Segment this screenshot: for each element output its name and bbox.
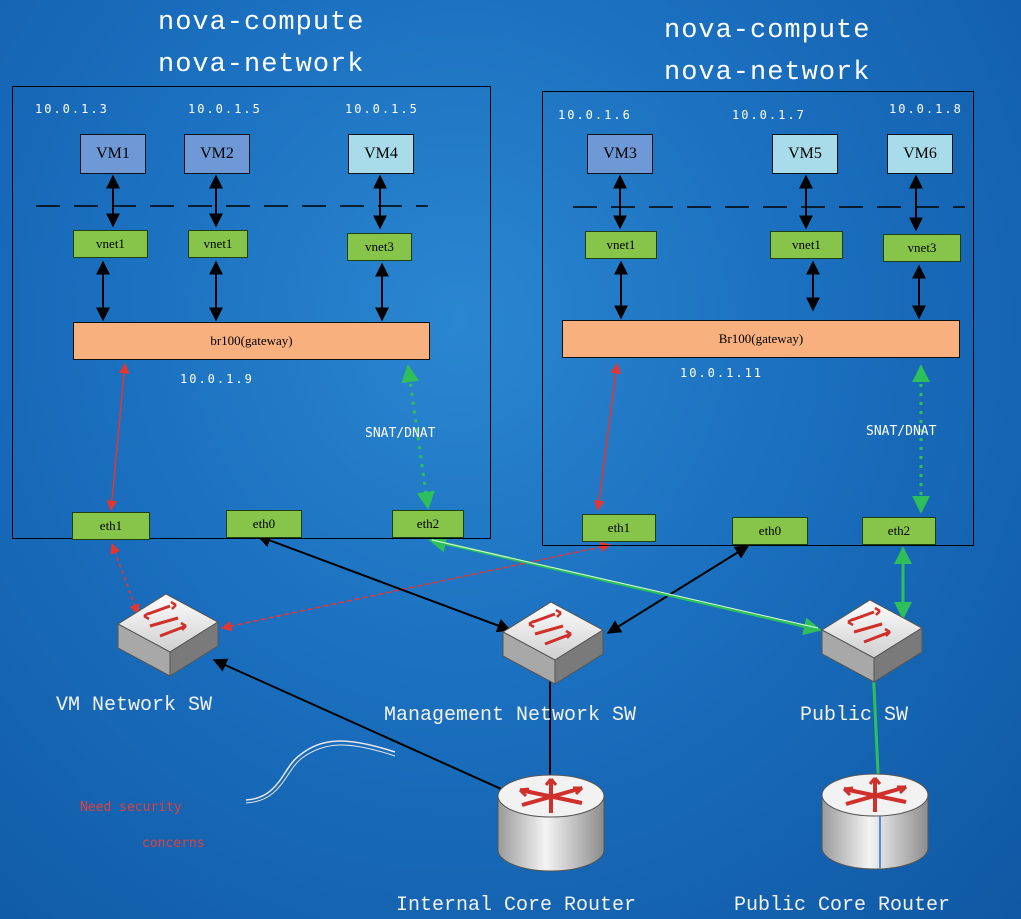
- right-bridge-ip: 10.0.1.11: [680, 366, 764, 380]
- vm1-ip: 10.0.1.3: [35, 102, 109, 116]
- public-switch-icon: [821, 599, 923, 683]
- management-switch-icon: [502, 601, 604, 685]
- vm5-box: VM5: [772, 134, 838, 174]
- vm4-ip: 10.0.1.5: [345, 102, 419, 116]
- left-host-heading-compute: nova-compute: [158, 8, 365, 38]
- vm5-ip: 10.0.1.7: [732, 108, 806, 122]
- left-eth2-publicsw-link: [428, 534, 822, 636]
- left-bridge-ip: 10.0.1.9: [180, 372, 254, 386]
- vm6-box: VM6: [887, 134, 953, 174]
- vm-network-switch-icon: [117, 593, 219, 677]
- security-note-line2: concerns: [142, 836, 205, 851]
- internal-router-icon: [497, 774, 605, 872]
- right-eth2-port: eth2: [862, 517, 936, 545]
- right-compute-node: [542, 91, 974, 546]
- public-switch-label: Public SW: [800, 704, 909, 727]
- public-router-icon: [821, 773, 929, 870]
- router-vmsw-link: [212, 658, 550, 812]
- right-bridge-eth1-link: [594, 362, 621, 512]
- right-eth0-port: eth0: [732, 517, 808, 545]
- vm1-box: VM1: [80, 134, 146, 174]
- right-eth0-mgmtsw-link: [606, 545, 750, 634]
- internal-router-label: Internal Core Router: [396, 894, 637, 917]
- vm3-box: VM3: [587, 134, 653, 174]
- left-host-heading-network: nova-network: [158, 50, 365, 80]
- left-eth0-port: eth0: [226, 510, 302, 538]
- left-eth2-publicsw-link-inner: [431, 539, 819, 629]
- left-eth1-vmsw-link: [110, 543, 140, 615]
- vm2-box: VM2: [184, 134, 250, 174]
- vnet1-interface: vnet1: [585, 231, 657, 259]
- vnet1-interface: vnet1: [188, 230, 248, 258]
- vm2-ip: 10.0.1.5: [188, 102, 262, 116]
- right-nat-label: SNAT/DNAT: [866, 424, 937, 439]
- right-host-heading-network: nova-network: [664, 58, 871, 88]
- left-eth2-port: eth2: [392, 510, 464, 538]
- management-switch-label: Management Network SW: [384, 704, 637, 727]
- vnet1-interface: vnet1: [770, 231, 843, 259]
- vnet1-interface: vnet1: [73, 230, 148, 258]
- vm6-ip: 10.0.1.8: [889, 102, 963, 116]
- right-eth1-port: eth1: [582, 514, 656, 542]
- annotation-callout: [245, 740, 396, 801]
- vm4-box: VM4: [348, 134, 414, 174]
- public-router-label: Public Core Router: [734, 894, 951, 917]
- left-compute-node: [12, 86, 491, 539]
- vm-network-switch-label: VM Network SW: [56, 694, 213, 717]
- left-nat-link: [401, 364, 435, 510]
- right-bridge: Br100(gateway): [562, 320, 960, 358]
- vnet3-interface: vnet3: [347, 233, 412, 261]
- left-nat-label: SNAT/DNAT: [365, 426, 436, 441]
- security-note-line1: Need security: [80, 800, 182, 815]
- left-bridge: br100(gateway): [73, 322, 430, 360]
- left-bridge-eth1-link: [106, 362, 130, 512]
- vm3-ip: 10.0.1.6: [558, 108, 632, 122]
- right-host-heading-compute: nova-compute: [664, 16, 871, 46]
- left-eth1-port: eth1: [72, 512, 150, 540]
- vnet3-interface: vnet3: [883, 234, 961, 262]
